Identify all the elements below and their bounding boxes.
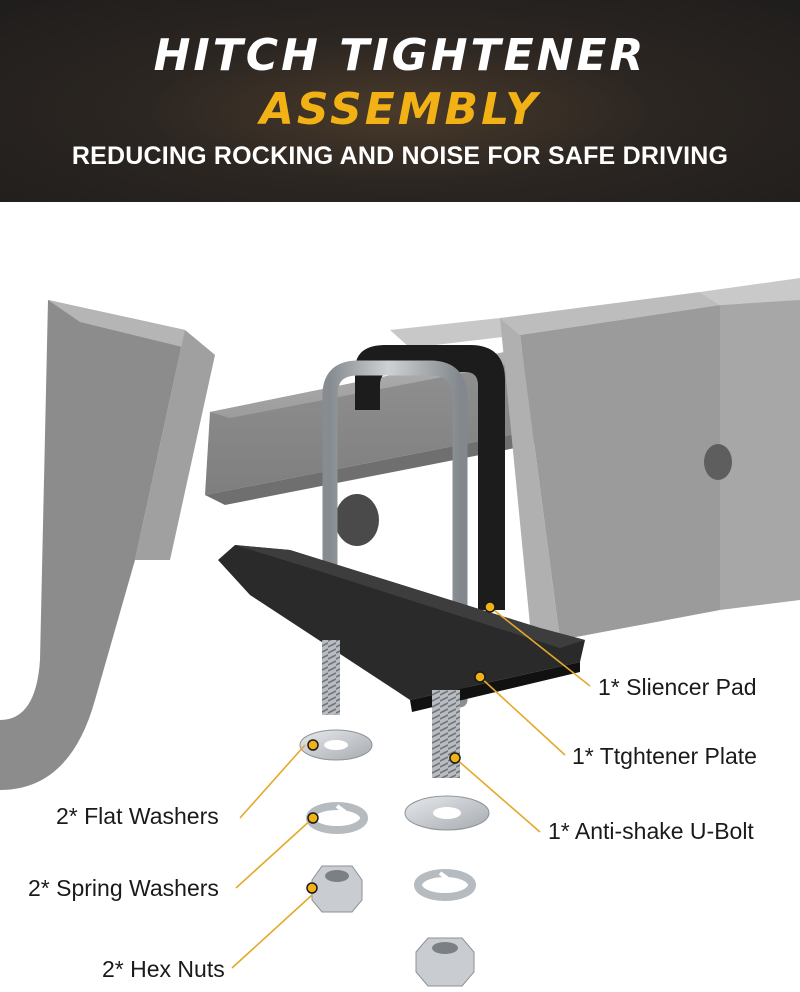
subtitle: REDUCING ROCKING AND NOISE FOR SAFE DRIV…	[71, 142, 729, 170]
callout-dot-spring-washers	[307, 812, 319, 824]
spring-washer-2	[414, 869, 476, 901]
hex-nut-2	[415, 937, 475, 987]
flat-washer-1	[299, 729, 373, 761]
receiver-collar	[390, 278, 800, 640]
bolt-thread-left	[322, 640, 340, 715]
hitch-pin-hole	[335, 494, 379, 546]
label-spring-washers: 2* Spring Washers	[28, 875, 219, 901]
header-banner: HITCH TIGHTENER ASSEMBLY REDUCING ROCKIN…	[0, 0, 800, 202]
ball-mount-shank	[0, 300, 215, 790]
label-u-bolt: 1* Anti-shake U-Bolt	[548, 818, 754, 844]
leader-silencer-pad	[489, 606, 591, 687]
flat-washer-2	[404, 795, 490, 831]
callout-dot-tightener-plate	[474, 671, 486, 683]
title-line-1: HITCH TIGHTENER	[153, 30, 647, 81]
leader-lines	[231, 606, 591, 969]
callout-dot-u-bolt	[449, 752, 461, 764]
u-bolt	[322, 360, 468, 708]
leader-tightener-plate	[479, 676, 566, 756]
label-hex-nuts: 2* Hex Nuts	[102, 956, 225, 982]
callout-dot-hex-nuts	[306, 882, 318, 894]
label-tightener-plate: 1* Ttghtener Plate	[572, 743, 757, 769]
callout-dot-silencer-pad	[484, 601, 496, 613]
leader-flat-washers	[239, 744, 306, 819]
label-silencer-pad: 1* Sliencer Pad	[598, 674, 757, 700]
leader-hex-nuts	[231, 894, 313, 969]
leader-u-bolt	[454, 757, 541, 833]
leader-spring-washers	[235, 817, 314, 889]
callout-dot-flat-washers	[307, 739, 319, 751]
label-flat-washers: 2* Flat Washers	[56, 803, 219, 829]
hex-nut-1	[311, 865, 363, 913]
bolt-thread-right	[432, 690, 460, 778]
title-line-2: ASSEMBLY	[259, 84, 541, 135]
